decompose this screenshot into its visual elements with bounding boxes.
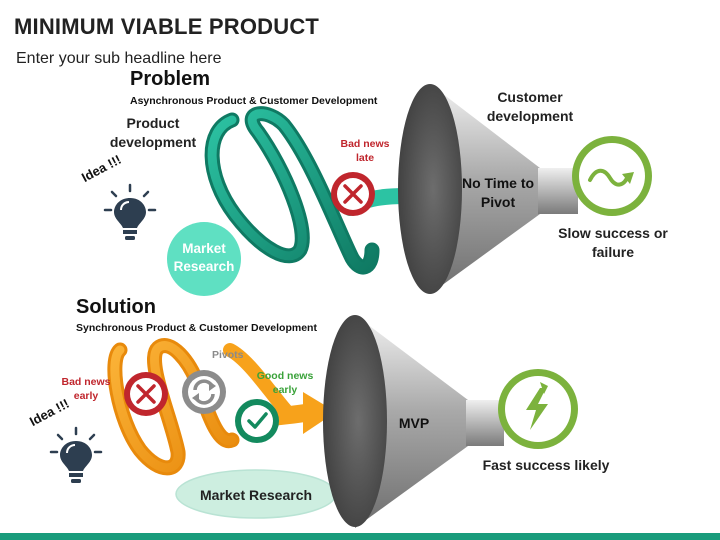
problem-market-research-circle [167, 222, 241, 296]
problem-heading: Problem [130, 68, 211, 90]
solution-subheading: Synchronous Product & Customer Developme… [76, 322, 317, 334]
problem-lightbulb-icon [103, 183, 157, 240]
solution-pivots-label: Pivots [212, 349, 244, 361]
solution-outcome-label: Fast success likely [482, 457, 610, 473]
solution-bad-news-label: Bad news early [61, 376, 111, 402]
solution-funnel [323, 315, 504, 528]
solution-heading: Solution [76, 296, 156, 318]
problem-subheading: Asynchronous Product & Customer Developm… [130, 95, 378, 107]
solution-arrow-head [303, 392, 336, 434]
solution-market-research-label: Market Research [199, 487, 313, 503]
problem-funnel-text: No Time to Pivot [461, 175, 535, 210]
solution-good-news-icon [235, 399, 279, 443]
solution-good-news-label: Good news early [256, 370, 314, 396]
solution-funnel-text: MVP [398, 415, 430, 431]
problem-funnel [398, 84, 578, 294]
problem-outcome-icon [572, 136, 652, 216]
footer-bar [0, 533, 720, 540]
solution-lightbulb-icon [49, 426, 103, 483]
problem-bad-news-label: Bad news late [340, 138, 390, 164]
solution-outcome-icon [498, 369, 578, 449]
product-development-label: Product development [109, 115, 197, 150]
problem-outcome-label: Slow success or failure [558, 225, 668, 260]
page-title: MINIMUM VIABLE PRODUCT [14, 14, 320, 39]
page-subtitle: Enter your sub headline here [16, 50, 222, 67]
customer-development-label: Customer development [486, 89, 574, 124]
solution-pivots-icon [182, 370, 226, 414]
solution-bad-news-icon [124, 372, 168, 416]
problem-market-research-label: Market Research [173, 241, 235, 274]
problem-bad-news-icon [331, 172, 375, 216]
